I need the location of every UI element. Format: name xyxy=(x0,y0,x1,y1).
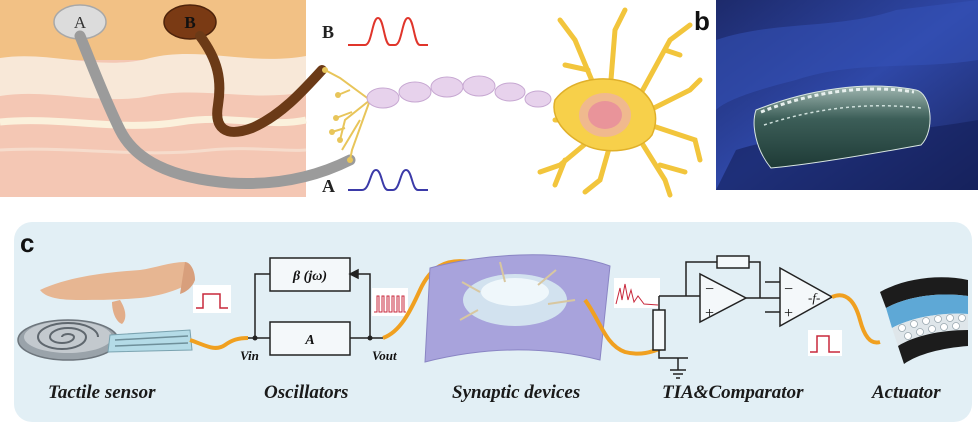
caption-tactile-sensor: Tactile sensor xyxy=(48,382,156,403)
panel-a-illustration: A B B A xyxy=(0,0,703,198)
panel-label-b: b xyxy=(694,6,710,36)
opamp2-minus: − xyxy=(784,281,793,298)
comparator-pulse-icon xyxy=(810,335,840,353)
opamp1-minus: − xyxy=(705,281,714,298)
wire-sensor-to-oscillator xyxy=(189,336,249,350)
signal-a-label: A xyxy=(322,176,335,196)
tia-comparator-circuit xyxy=(652,255,834,379)
caption-synaptic-devices: Synaptic devices xyxy=(452,382,581,403)
receptor-b-label: B xyxy=(184,13,195,32)
vin-label: Vin xyxy=(240,348,259,363)
wire-comparator-to-actuator xyxy=(831,293,881,345)
synaptic-response-icon xyxy=(615,283,659,306)
vout-label: Vout xyxy=(372,348,397,363)
soft-actuator xyxy=(880,277,968,364)
panel-label-c: c xyxy=(20,228,35,258)
synaptic-device xyxy=(424,254,611,363)
receptor-a-label: A xyxy=(74,13,87,32)
caption-tia-comparator: TIA&Comparator xyxy=(662,382,804,403)
amplifier-block-label: A xyxy=(304,333,314,348)
signal-b-label: B xyxy=(322,22,334,42)
spike-train-a xyxy=(348,168,428,191)
nerve-fiber-b xyxy=(195,31,327,137)
neuron-soma xyxy=(537,7,703,198)
flexible-device-photo xyxy=(716,0,978,190)
caption-actuator: Actuator xyxy=(872,382,941,403)
oscillator-pulse-train-icon xyxy=(374,295,406,313)
oscillator-circuit xyxy=(248,257,383,356)
comparator-symbol: -f- xyxy=(808,290,820,305)
opamp2-plus: + xyxy=(784,305,793,322)
feedback-block-label: β (jω) xyxy=(292,269,327,284)
myelinated-axon xyxy=(366,75,552,109)
wire-synapse-to-tia xyxy=(583,298,663,356)
finger-illustration xyxy=(40,262,195,324)
sensor-pulse-icon xyxy=(196,293,228,309)
opamp1-plus: + xyxy=(705,305,714,322)
tactile-sensor-device xyxy=(17,319,193,361)
receptor-b-icon xyxy=(163,4,217,40)
wire-oscillator-to-synapse xyxy=(382,259,471,340)
nerve-fiber-a xyxy=(74,30,356,189)
spike-train-b xyxy=(348,16,428,46)
caption-oscillators: Oscillators xyxy=(264,382,349,403)
